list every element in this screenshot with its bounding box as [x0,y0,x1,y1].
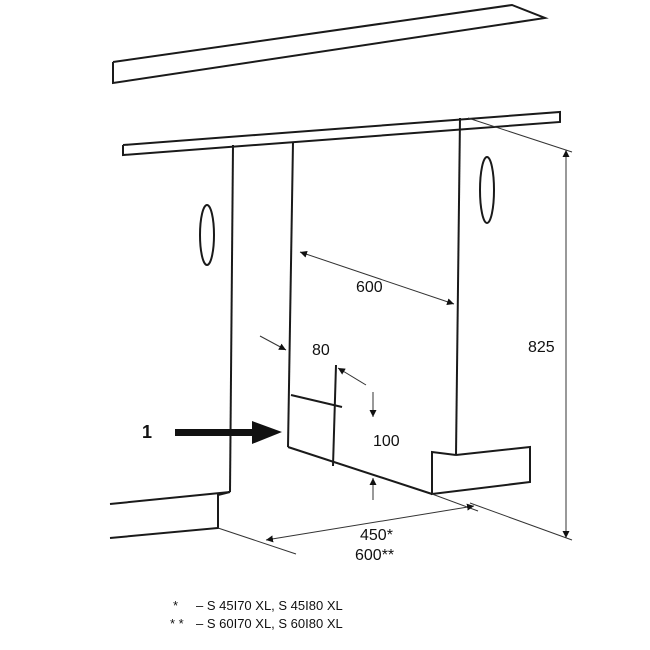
left-cabinet-handle [199,204,215,266]
plinth-height-label: 100 [373,433,400,450]
footnotes: * – S 45I70 XL, S 45I80 XL * * – S 60I70… [170,598,343,631]
side-gap-label: 80 [312,342,330,359]
footnote-marker-1: * [173,598,178,613]
dimension-niche-height: 825 [467,117,573,541]
right-cabinet-handle [479,156,495,224]
callout-number: 1 [142,422,152,442]
dimension-plinth-height: 100 [369,392,400,500]
callout-arrow-head [252,421,282,444]
niche-width-label: 600 [356,279,383,296]
footnote-text-2: – S 60I70 XL, S 60I80 XL [196,616,343,631]
dimension-depth: 450* 600** [217,493,479,564]
footnote-text-1: – S 45I70 XL, S 45I80 XL [196,598,343,613]
dimension-side-gap: 80 [259,335,367,386]
right-cabinet [431,117,531,496]
countertop [122,110,561,157]
dimension-niche-width: 600 [299,250,455,306]
niche-outline [287,141,433,495]
footnote-marker-2: * * [170,616,184,631]
depth-label-2: 600** [355,547,394,564]
callout-1: 1 [142,421,282,444]
callout-arrow-shaft [175,429,253,436]
left-cabinet [109,144,234,539]
niche-height-label: 825 [528,339,555,356]
depth-label-1: 450* [360,527,393,544]
worktop [112,3,549,85]
